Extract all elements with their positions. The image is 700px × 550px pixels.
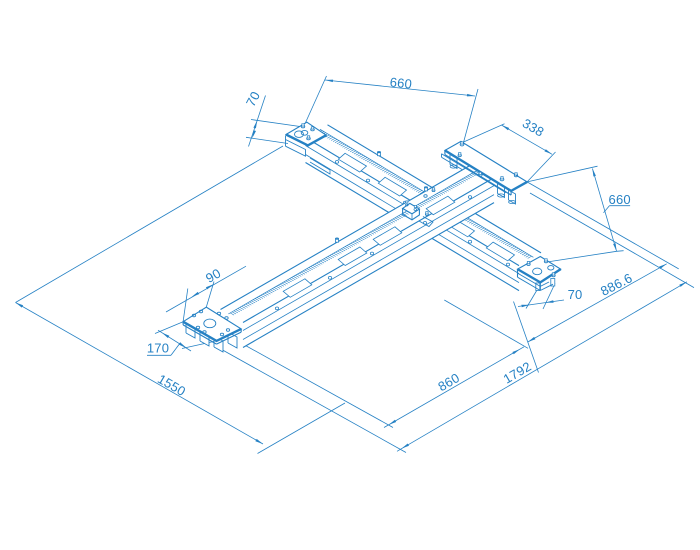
svg-text:660: 660 <box>389 74 413 91</box>
svg-text:90: 90 <box>203 265 223 285</box>
svg-text:170: 170 <box>147 341 169 356</box>
svg-text:70: 70 <box>243 89 263 109</box>
svg-text:660: 660 <box>609 192 631 207</box>
svg-text:70: 70 <box>568 287 583 302</box>
